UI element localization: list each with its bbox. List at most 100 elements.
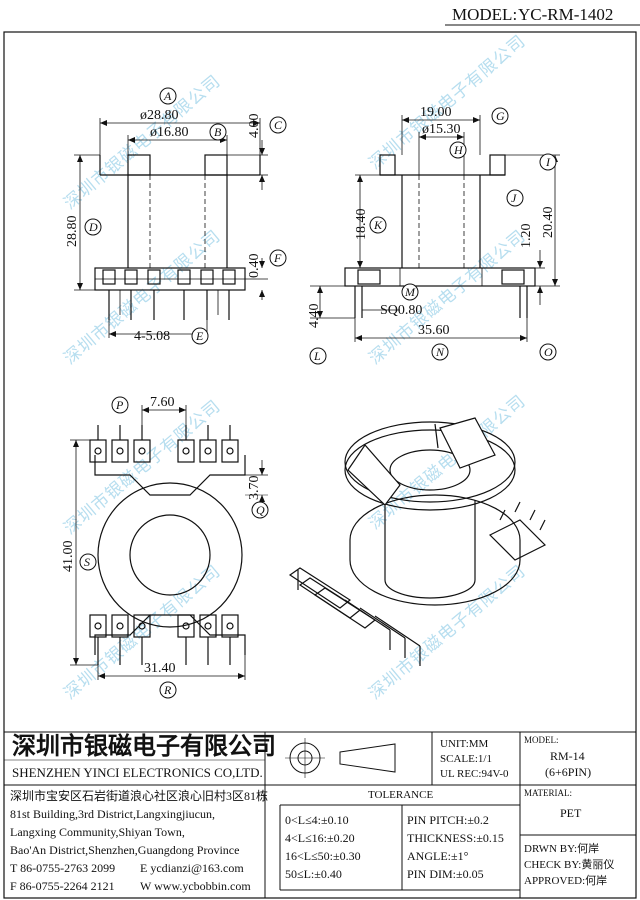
dim-G-value: 19.00 xyxy=(420,105,452,120)
svg-text:D: D xyxy=(88,220,98,234)
bubble-labels: A B C D E F G H I J K L M N O P Q S R xyxy=(79,87,557,699)
model-box-line1: RM-14 xyxy=(550,749,585,763)
bubble-P: P xyxy=(111,396,129,414)
svg-text:H: H xyxy=(453,143,464,157)
svg-text:F: F xyxy=(273,251,282,265)
svg-text:E: E xyxy=(195,329,204,343)
tolerance-right-3: ANGLE:±1° xyxy=(407,849,469,863)
first-angle-symbol xyxy=(285,738,396,778)
svg-text:M: M xyxy=(404,285,416,299)
svg-text:I: I xyxy=(545,155,551,169)
title-block xyxy=(4,731,636,898)
dim-P-value: 7.60 xyxy=(150,395,175,410)
address-line-3: Langxing Community,Shiyan Town, xyxy=(10,825,185,839)
tolerance-left-4: 50≤L:±0.40 xyxy=(285,867,342,881)
svg-text:S: S xyxy=(84,555,90,569)
signatures: DRWN BY:何岸 CHECK BY:黄丽仪 APPROVED:何岸 xyxy=(524,842,614,887)
company-name-cn: 深圳市银磁电子有限公司 xyxy=(12,732,276,760)
tolerance-table: TOLERANCE 0<L≤4:±0.10 4<L≤16:±0.20 16<L≤… xyxy=(285,789,504,881)
dim-E-value: 4-5.08 xyxy=(134,329,170,344)
dim-K-value: 18.40 xyxy=(354,209,369,241)
model-header-label: MODEL: xyxy=(452,5,517,24)
dim-L-value: 4.40 xyxy=(307,304,322,329)
svg-text:C: C xyxy=(274,118,283,132)
company-web: W www.ycbobbin.com xyxy=(140,879,251,893)
tolerance-right-4: PIN DIM:±0.05 xyxy=(407,867,484,881)
svg-text:N: N xyxy=(435,345,445,359)
bubble-F: F xyxy=(269,249,287,267)
model-box-line2: (6+6PIN) xyxy=(545,765,591,779)
front-view xyxy=(94,154,261,320)
bottom-view-labels: 7.60 31.40 41.00 3.70 xyxy=(61,395,262,676)
bottom-view xyxy=(89,425,246,665)
svg-text:R: R xyxy=(163,683,172,697)
address-line-1: 深圳市宝安区石岩街道浪心社区浪心旧村3区81栋 xyxy=(10,788,268,803)
watermark-4: 深圳市银磁电子有限公司 xyxy=(365,226,530,369)
bubble-M: M xyxy=(401,283,419,301)
bubble-D: D xyxy=(84,218,102,236)
isometric-view xyxy=(288,417,547,666)
company-name-en: SHENZHEN YINCI ELECTRONICS CO,LTD. xyxy=(12,765,263,780)
drawing-border xyxy=(3,31,637,899)
material-label: MATERIAL: xyxy=(524,788,572,798)
material-box: MATERIAL: PET xyxy=(524,788,582,820)
dim-B-value: ø16.80 xyxy=(150,125,189,140)
svg-text:Q: Q xyxy=(256,503,265,517)
bubble-B: B xyxy=(209,123,227,141)
side-view xyxy=(344,154,536,318)
bubble-I: I xyxy=(539,153,557,171)
svg-text:G: G xyxy=(496,109,505,123)
bubble-S: S xyxy=(79,553,97,571)
company-email: E ycdianzi@163.com xyxy=(140,861,244,875)
address-line-2: 81st Building,3rd District,Langxingjiucu… xyxy=(10,807,215,821)
watermark-6: 深圳市银磁电子有限公司 xyxy=(365,391,530,534)
svg-text:P: P xyxy=(115,398,124,412)
svg-text:L: L xyxy=(313,349,321,363)
company-tel: T 86-0755-2763 2099 xyxy=(10,861,115,875)
watermark-3: 深圳市银磁电子有限公司 xyxy=(60,226,225,369)
units-info: UNIT:MM SCALE:1/1 UL REC:94V-0 xyxy=(440,738,509,780)
model-header-value: YC-RM-1402 xyxy=(518,5,613,24)
svg-text:J: J xyxy=(511,191,517,205)
dim-R-value: 31.40 xyxy=(144,661,176,676)
bubble-N: N xyxy=(431,343,449,361)
watermark-1: 深圳市银磁电子有限公司 xyxy=(60,71,225,214)
dim-J2-value: 1.20 xyxy=(519,224,534,249)
dim-S-value: 41.00 xyxy=(61,541,76,573)
side-view-labels: 19.00 ø15.30 SQ0.80 35.60 18.40 20.40 1.… xyxy=(307,105,556,338)
company-info: 深圳市银磁电子有限公司 SHENZHEN YINCI ELECTRONICS C… xyxy=(10,732,276,893)
svg-text:K: K xyxy=(373,218,383,232)
dim-H-value: ø15.30 xyxy=(422,122,461,137)
dim-D-value: 28.80 xyxy=(65,216,80,248)
company-fax: F 86-0755-2264 2121 xyxy=(10,879,115,893)
tolerance-right-1: PIN PITCH:±0.2 xyxy=(407,813,489,827)
tolerance-left-3: 16<L≤50:±0.30 xyxy=(285,849,361,863)
watermark-2: 深圳市银磁电子有限公司 xyxy=(365,31,530,174)
bubble-Q: Q xyxy=(251,501,269,519)
svg-text:A: A xyxy=(163,89,172,103)
unit-label: UNIT:MM xyxy=(440,738,489,750)
svg-text:O: O xyxy=(544,345,553,359)
approved-by: APPROVED:何岸 xyxy=(524,874,607,887)
bubble-K: K xyxy=(369,216,387,234)
dim-M-value: SQ0.80 xyxy=(380,303,422,318)
tolerance-left-2: 4<L≤16:±0.20 xyxy=(285,831,355,845)
dim-C-value: 4.00 xyxy=(247,114,262,139)
bubble-C: C xyxy=(269,116,287,134)
material-value: PET xyxy=(560,806,582,820)
watermark-5: 深圳市银磁电子有限公司 xyxy=(60,396,225,539)
svg-text:B: B xyxy=(214,125,222,139)
bubble-R: R xyxy=(159,681,177,699)
bubble-E: E xyxy=(191,327,209,345)
front-view-labels: ø28.80 ø16.80 4-5.08 28.80 4.00 0.40 xyxy=(65,108,262,344)
ul-label: UL REC:94V-0 xyxy=(440,768,509,780)
checked-by: CHECK BY:黄丽仪 xyxy=(524,857,614,871)
tolerance-left-1: 0<L≤4:±0.10 xyxy=(285,813,349,827)
model-box: MODEL: RM-14 (6+6PIN) xyxy=(524,735,591,779)
bottom-view-dimensions xyxy=(70,405,268,680)
bubble-A: A xyxy=(159,87,177,105)
drawn-by: DRWN BY:何岸 xyxy=(524,842,599,855)
tolerance-title: TOLERANCE xyxy=(368,789,433,801)
scale-label: SCALE:1/1 xyxy=(440,753,492,765)
